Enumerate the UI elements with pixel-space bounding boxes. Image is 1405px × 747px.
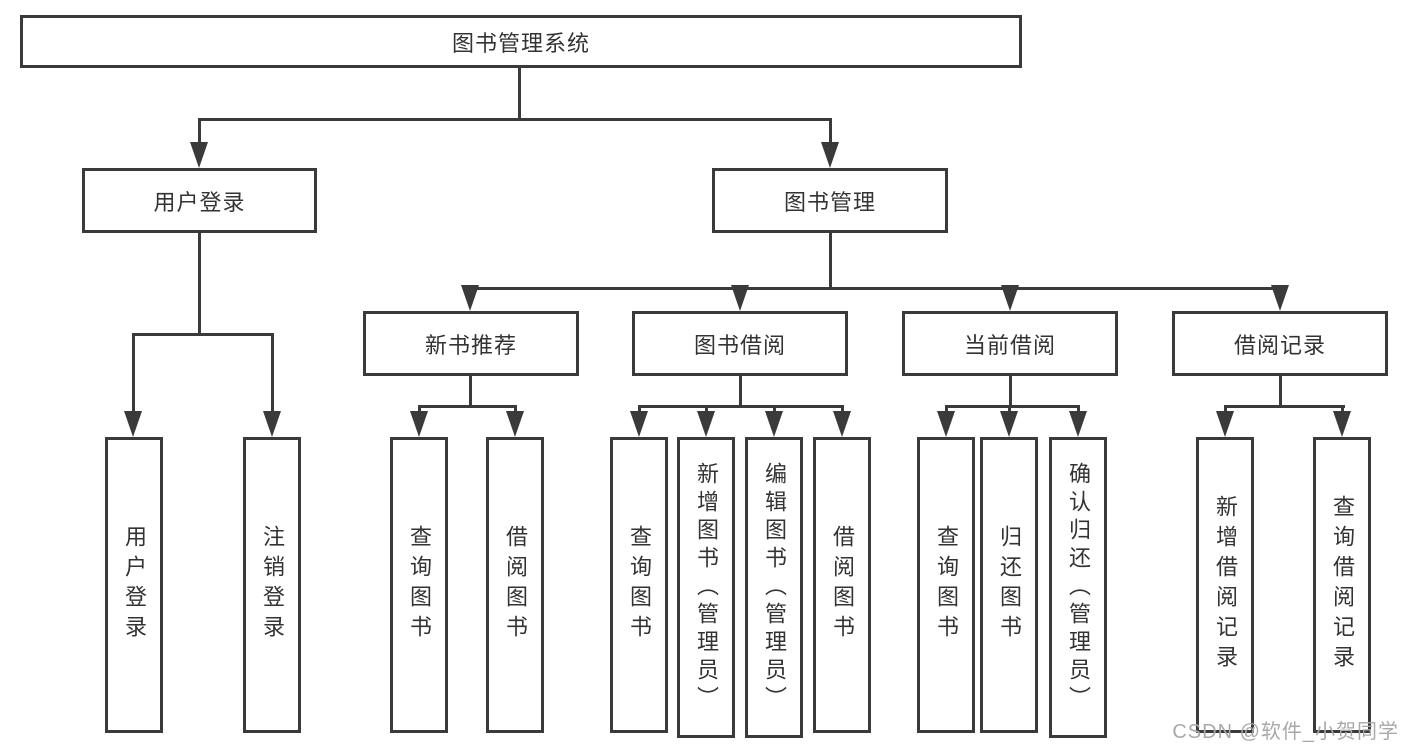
arrowhead-down-icon — [765, 411, 783, 437]
connector-newbookrec-hbar — [418, 405, 517, 408]
connector-newbookrec-stem — [469, 376, 472, 408]
arrowhead-down-icon — [410, 411, 428, 437]
connector-drop-login — [132, 333, 135, 413]
connector-drop — [841, 405, 844, 414]
connector-bookmgmt-hbar — [468, 287, 1282, 290]
node-br-add-record: 新增借阅记录 — [1196, 437, 1254, 733]
connector-root-hbar — [198, 118, 832, 121]
connector-drop-user-login — [198, 118, 201, 146]
arrowhead-down-icon — [937, 411, 955, 437]
connector-drop — [945, 405, 948, 414]
node-logout: 注销登录 — [243, 437, 301, 733]
node-current-borrow: 当前借阅 — [902, 311, 1118, 376]
node-br-query-record: 查询借阅记录 — [1313, 437, 1371, 733]
csdn-watermark: CSDN @软件_小贺同学 — [1172, 721, 1399, 743]
arrowhead-down-icon — [506, 411, 524, 437]
connector-currentborrow-hbar — [945, 405, 1080, 408]
node-borrow-records: 借阅记录 — [1172, 311, 1388, 376]
node-cb-query-book: 查询图书 — [917, 437, 975, 733]
connector-drop — [705, 405, 708, 414]
arrowhead-down-icon — [190, 142, 208, 168]
arrowhead-down-icon — [461, 285, 479, 311]
connector-drop-book-mgmt — [829, 118, 832, 146]
arrowhead-down-icon — [1271, 285, 1289, 311]
connector-userlogin-stem — [198, 233, 201, 336]
node-nbr-query-book: 查询图书 — [390, 437, 448, 733]
arrowhead-down-icon — [731, 285, 749, 311]
connector-bookmgmt-stem — [829, 233, 832, 290]
node-bb-query-book: 查询图书 — [610, 437, 668, 733]
arrowhead-down-icon — [630, 411, 648, 437]
connector-drop — [638, 405, 641, 414]
connector-drop — [1077, 405, 1080, 414]
connector-drop — [773, 405, 776, 414]
connector-drop-logout — [271, 333, 274, 413]
node-cb-return-book: 归还图书 — [980, 437, 1038, 733]
node-root: 图书管理系统 — [20, 15, 1022, 68]
node-bb-add-book-admin: 新增图书（管理员） — [677, 437, 735, 738]
arrowhead-down-icon — [1216, 411, 1234, 437]
node-user-login: 用户登录 — [82, 168, 317, 233]
connector-drop — [418, 405, 421, 414]
connector-root-stem — [518, 68, 521, 121]
arrowhead-down-icon — [124, 411, 142, 437]
connector-userlogin-hbar — [132, 333, 274, 336]
node-nbr-borrow-book: 借阅图书 — [486, 437, 544, 733]
connector-drop — [1008, 405, 1011, 414]
node-book-borrow: 图书借阅 — [632, 311, 848, 376]
connector-drop — [1224, 405, 1227, 414]
connector-currentborrow-stem — [1009, 376, 1012, 408]
connector-bookborrow-stem — [739, 376, 742, 408]
node-book-management: 图书管理 — [712, 168, 948, 233]
arrowhead-down-icon — [821, 142, 839, 168]
node-login: 用户登录 — [105, 437, 163, 733]
arrowhead-down-icon — [1333, 411, 1351, 437]
connector-drop — [514, 405, 517, 414]
arrowhead-down-icon — [1069, 411, 1087, 437]
connector-borrowrecords-stem — [1279, 376, 1282, 408]
node-bb-borrow-book: 借阅图书 — [813, 437, 871, 733]
node-new-book-recommend: 新书推荐 — [363, 311, 579, 376]
node-bb-edit-book-admin: 编辑图书（管理员） — [745, 437, 803, 738]
arrowhead-down-icon — [697, 411, 715, 437]
arrowhead-down-icon — [1000, 411, 1018, 437]
connector-borrowrecords-hbar — [1224, 405, 1345, 408]
arrowhead-down-icon — [1001, 285, 1019, 311]
arrowhead-down-icon — [263, 411, 281, 437]
connector-bookborrow-hbar — [638, 405, 844, 408]
arrowhead-down-icon — [833, 411, 851, 437]
node-cb-confirm-return-admin: 确认归还（管理员） — [1049, 437, 1107, 738]
connector-drop — [1341, 405, 1344, 414]
